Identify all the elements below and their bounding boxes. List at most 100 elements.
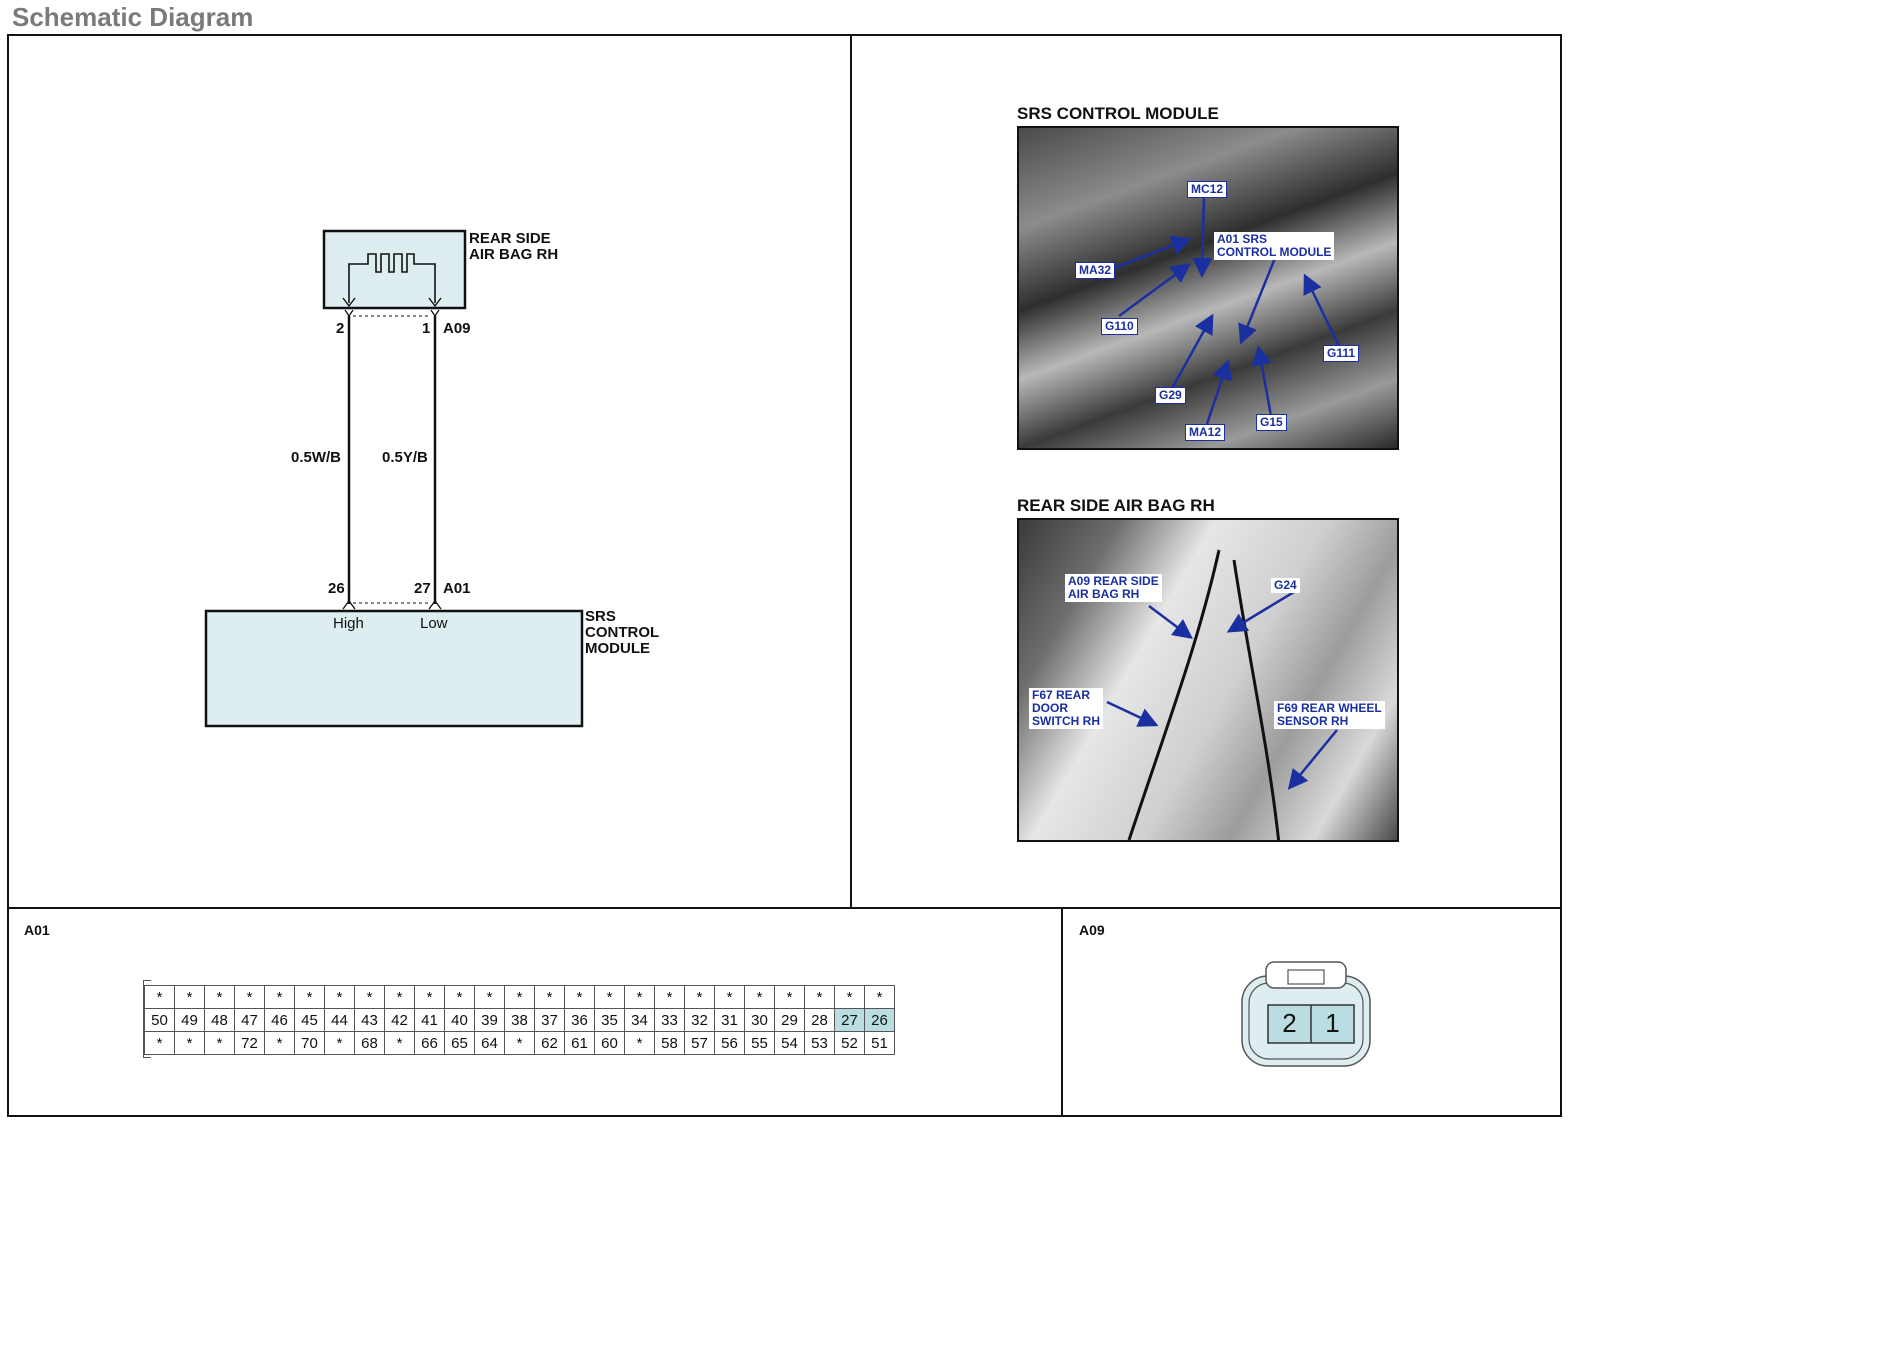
- a01-pin-cell: *: [324, 985, 355, 1009]
- a01-pin-cell: *: [204, 1031, 235, 1055]
- a01-connector-tab: [143, 980, 151, 1058]
- a01-pin-cell: *: [564, 985, 595, 1009]
- a01-pin-cell: 46: [264, 1008, 295, 1032]
- a09-connector-panel: [1061, 907, 1562, 1117]
- a01-pin-cell: 29: [774, 1008, 805, 1032]
- airbag-location-photo: A09 REAR SIDE AIR BAG RH G24 F67 REAR DO…: [1017, 518, 1399, 842]
- wire-left-label: 0.5W/B: [291, 449, 342, 466]
- a01-pin-cell: 55: [744, 1031, 775, 1055]
- a01-pin-cell: 40: [444, 1008, 475, 1032]
- a01-pin-row: *************************: [144, 985, 895, 1009]
- a01-pin-cell: *: [294, 985, 325, 1009]
- a01-pin-cell: 44: [324, 1008, 355, 1032]
- a01-pin-cell: 64: [474, 1031, 505, 1055]
- module-signal-high: High: [333, 615, 364, 632]
- a01-pin-cell: *: [444, 985, 475, 1009]
- callout-ma12: MA12: [1185, 424, 1226, 441]
- airbag-photo-arrows: [1106, 549, 1338, 840]
- module-connector-id: A01: [443, 580, 471, 597]
- callout-a01: A01 SRS CONTROL MODULE: [1214, 232, 1335, 260]
- a01-pin-cell: *: [234, 985, 265, 1009]
- module-label-1: SRS: [585, 608, 616, 625]
- a01-pin-cell: 32: [684, 1008, 715, 1032]
- a01-pin-cell: 42: [384, 1008, 415, 1032]
- airbag-label-1: REAR SIDE: [469, 230, 551, 247]
- a01-pin-cell: *: [174, 985, 205, 1009]
- module-pin-27: 27: [414, 580, 431, 597]
- a01-pin-cell: *: [504, 1031, 535, 1055]
- callout-g111: G111: [1323, 345, 1360, 362]
- a01-pin-cell: 45: [294, 1008, 325, 1032]
- callout-a09: A09 REAR SIDE AIR BAG RH: [1065, 574, 1162, 602]
- page-title: Schematic Diagram: [12, 2, 254, 32]
- a01-pin-cell: *: [594, 985, 625, 1009]
- a01-pin-cell: 39: [474, 1008, 505, 1032]
- callout-f69: F69 REAR WHEEL SENSOR RH: [1274, 701, 1385, 729]
- a01-pin-cell: *: [204, 985, 235, 1009]
- srs-location-photo: MC12 A01 SRS CONTROL MODULE MA32 G110 G1…: [1017, 126, 1399, 450]
- a01-pin-cell: 30: [744, 1008, 775, 1032]
- a01-pin-cell: *: [504, 985, 535, 1009]
- airbag-photo-title: REAR SIDE AIR BAG RH: [1017, 496, 1215, 515]
- a01-pin-cell: 53: [804, 1031, 835, 1055]
- a01-pin-cell: *: [144, 1031, 175, 1055]
- srs-module-box: [204, 609, 584, 728]
- wire-right-label: 0.5Y/B: [382, 449, 428, 466]
- a01-pin-cell: 49: [174, 1008, 205, 1032]
- a01-pin-cell: *: [474, 985, 505, 1009]
- a01-pin-cell: *: [654, 985, 685, 1009]
- a01-pin-cell: *: [834, 985, 865, 1009]
- callout-g24: G24: [1271, 578, 1300, 593]
- a01-pin-cell: *: [264, 985, 295, 1009]
- a01-pin-cell: 26: [864, 1008, 895, 1032]
- a01-pin-cell: 68: [354, 1031, 385, 1055]
- callout-g15: G15: [1256, 414, 1287, 431]
- a01-pin-cell: *: [354, 985, 385, 1009]
- a09-pin-1: 1: [1325, 1008, 1340, 1038]
- airbag-connector-id: A09: [443, 320, 471, 337]
- a01-pin-cell: 36: [564, 1008, 595, 1032]
- a01-pin-cell: *: [414, 985, 445, 1009]
- a01-pin-cell: *: [804, 985, 835, 1009]
- a01-pin-cell: 31: [714, 1008, 745, 1032]
- a01-pin-cell: *: [624, 985, 655, 1009]
- a01-pin-cell: *: [264, 1031, 295, 1055]
- a09-connector-face: [1241, 961, 1371, 1067]
- a01-pin-cell: 51: [864, 1031, 895, 1055]
- srs-photo-title: SRS CONTROL MODULE: [1017, 104, 1219, 123]
- a01-pin-cell: 38: [504, 1008, 535, 1032]
- a01-pin-cell: 65: [444, 1031, 475, 1055]
- airbag-pin-1: 1: [422, 320, 431, 337]
- a01-pin-cell: *: [864, 985, 895, 1009]
- a01-pin-cell: *: [714, 985, 745, 1009]
- a01-pin-cell: *: [324, 1031, 355, 1055]
- callout-mc12: MC12: [1187, 181, 1228, 198]
- a01-pin-cell: 52: [834, 1031, 865, 1055]
- a01-pin-cell: *: [384, 1031, 415, 1055]
- a01-pin-cell: *: [384, 985, 415, 1009]
- callout-g110: G110: [1101, 318, 1138, 335]
- a01-pin-cell: 58: [654, 1031, 685, 1055]
- a01-pin-cell: 70: [294, 1031, 325, 1055]
- a01-pin-cell: 37: [534, 1008, 565, 1032]
- a01-pin-cell: *: [684, 985, 715, 1009]
- callout-f67: F67 REAR DOOR SWITCH RH: [1029, 688, 1103, 729]
- a01-pin-cell: *: [144, 985, 175, 1009]
- squib-symbol: [348, 253, 436, 303]
- a01-pin-cell: 57: [684, 1031, 715, 1055]
- a01-pin-cell: 62: [534, 1031, 565, 1055]
- a01-pin-cell: 28: [804, 1008, 835, 1032]
- module-pin-26: 26: [328, 580, 345, 597]
- a01-pin-cell: 48: [204, 1008, 235, 1032]
- a01-pin-cell: 27: [834, 1008, 865, 1032]
- a01-pin-cell: 41: [414, 1008, 445, 1032]
- airbag-pin-2: 2: [336, 320, 345, 337]
- module-label-2: CONTROL: [585, 624, 660, 641]
- a01-section-label: A01: [24, 922, 50, 938]
- a09-section-label: A09: [1079, 922, 1105, 938]
- a01-pin-cell: 56: [714, 1031, 745, 1055]
- a01-pin-cell: *: [744, 985, 775, 1009]
